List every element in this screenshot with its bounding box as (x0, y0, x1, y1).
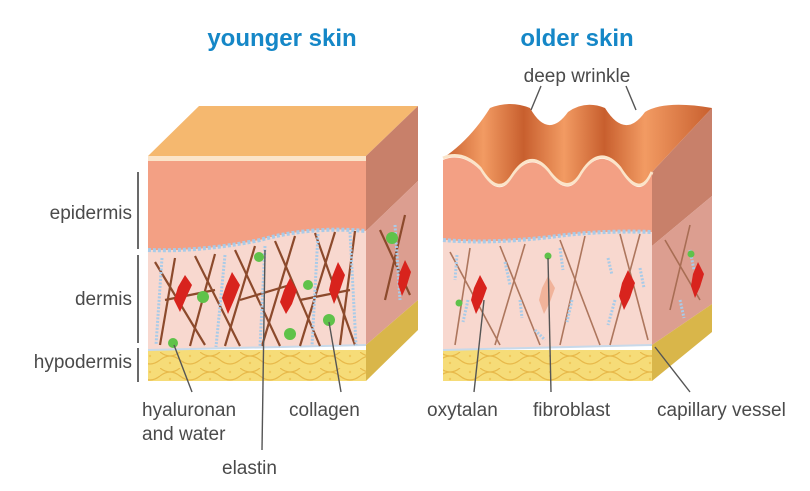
label-hyaluronan-line1: hyaluronan (142, 400, 236, 421)
label-capillary-vessel: capillary vessel (657, 400, 786, 421)
younger-skin-block (147, 106, 418, 381)
leader-oxytalan (473, 299, 485, 393)
older-inactive-fibroblast (539, 276, 555, 314)
leader-elastin (261, 249, 266, 451)
leader-collagen (328, 321, 342, 393)
older-epidermis-side (652, 108, 712, 246)
younger-hyaluronan (168, 232, 398, 348)
younger-stratum (148, 156, 366, 161)
older-hyaluronan (455, 250, 695, 307)
older-dermis-fat-border (442, 344, 653, 351)
younger-epidermis-side (366, 106, 418, 231)
label-fibroblast: fibroblast (533, 400, 611, 421)
older-fibroblasts (471, 262, 704, 314)
leader-lines (173, 85, 691, 451)
leader-capillary (654, 346, 691, 393)
label-dermis: dermis (75, 289, 132, 310)
older-surface-edge (442, 154, 654, 187)
younger-epidermis (148, 161, 366, 251)
younger-collagen-fibers (154, 214, 411, 347)
label-hypodermis: hypodermis (34, 352, 132, 373)
older-elastin-fragments (453, 247, 696, 342)
younger-dermis (148, 229, 366, 350)
older-skin-title: older skin (520, 25, 633, 52)
leader-deep-wrinkle-right (625, 85, 637, 111)
older-epidermis (443, 157, 652, 242)
younger-hypodermis (148, 350, 366, 381)
younger-surface (148, 106, 418, 156)
leader-fibroblast (547, 257, 552, 393)
older-skin-block (442, 104, 712, 381)
older-hypodermis (443, 350, 652, 381)
younger-dermis-fat-border (147, 344, 367, 351)
leader-hyaluronan (173, 344, 193, 393)
label-collagen: collagen (289, 400, 360, 421)
younger-fibroblasts (174, 260, 411, 314)
label-oxytalan: oxytalan (427, 400, 498, 421)
label-hyaluronan-line2: and water (142, 424, 226, 445)
label-epidermis: epidermis (50, 203, 132, 224)
leader-deep-wrinkle-left (530, 85, 542, 111)
layer-labels: epidermis dermis hypodermis (34, 172, 139, 382)
younger-basement-line (147, 227, 367, 253)
label-elastin: elastin (222, 458, 277, 479)
younger-dermis-side (366, 181, 418, 345)
older-wrinkled-surface (443, 104, 712, 186)
younger-elastin-fibers (154, 224, 402, 348)
label-deep-wrinkle: deep wrinkle (524, 66, 631, 87)
younger-skin-title: younger skin (207, 25, 356, 52)
younger-hypodermis-side (366, 300, 418, 381)
older-basement-line (442, 229, 653, 244)
